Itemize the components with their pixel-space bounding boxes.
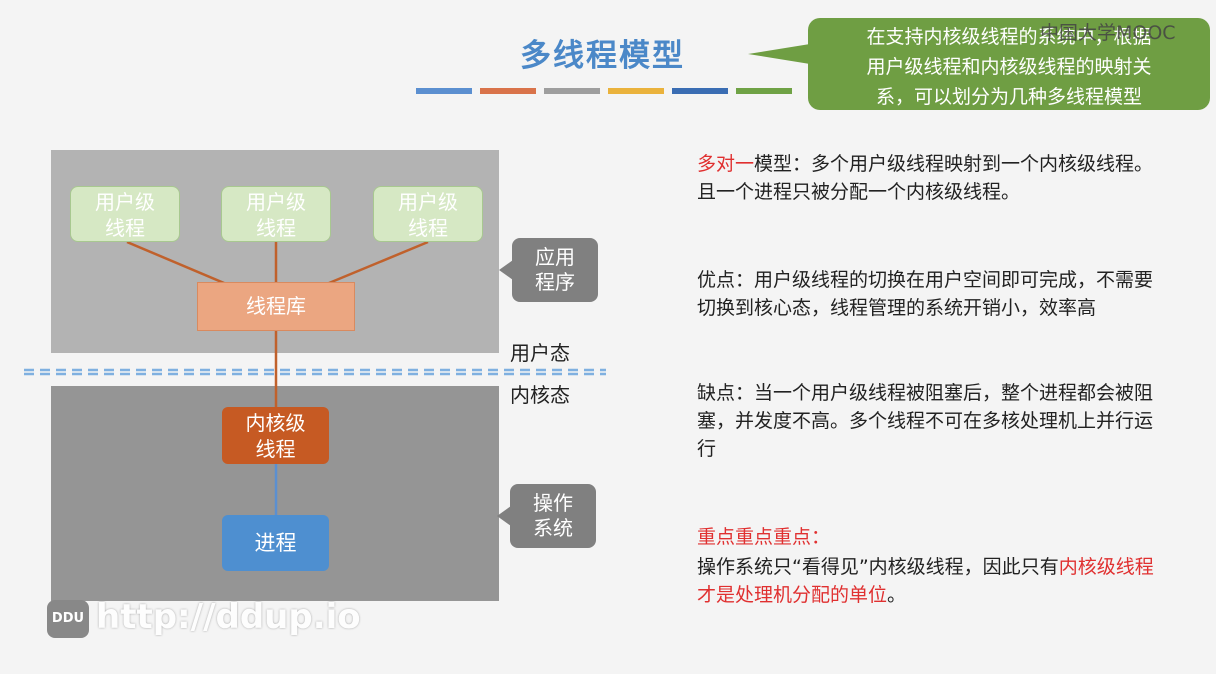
user-thread-label: 线程 xyxy=(105,216,145,240)
process-box: 进程 xyxy=(222,515,329,571)
user-mode-label: 用户态 xyxy=(510,341,570,365)
watermark-url: http://ddup.io xyxy=(96,597,361,637)
title-stripe xyxy=(608,88,664,94)
mooc-logo: 中国大学MOOC xyxy=(1040,22,1176,44)
os-label-line: 操作 xyxy=(533,491,573,515)
title-stripe xyxy=(736,88,792,94)
key-point-heading: 重点重点重点： xyxy=(697,526,831,548)
kernel-thread-label: 线程 xyxy=(255,437,296,461)
model-name: 多对一 xyxy=(697,153,755,175)
user-thread-label: 用户级 xyxy=(246,190,306,214)
mode-divider xyxy=(24,368,606,376)
user-thread-label: 线程 xyxy=(408,216,448,240)
app-label: 应用 程序 xyxy=(512,238,598,302)
os-label: 操作 系统 xyxy=(510,484,596,548)
user-thread-label: 用户级 xyxy=(95,190,155,214)
key-point-part: 。 xyxy=(887,584,907,606)
app-label-pointer xyxy=(499,260,513,280)
callout-bubble: 在支持内核级线程的系统中，根据 用户级线程和内核级线程的映射关 系，可以划分为几… xyxy=(808,18,1210,110)
user-thread-label: 线程 xyxy=(256,216,296,240)
app-label-line: 应用 xyxy=(535,245,575,269)
key-point-text: 操作系统只“看得见”内核级线程，因此只有内核级线程才是处理机分配的单位。 xyxy=(697,553,1167,609)
os-label-line: 系统 xyxy=(533,516,573,540)
callout-line: 用户级线程和内核级线程的映射关 xyxy=(866,56,1152,78)
slide-title: 多线程模型 xyxy=(520,38,685,74)
thread-library-box: 线程库 xyxy=(197,282,355,331)
app-label-line: 程序 xyxy=(535,270,575,294)
model-description: 多对一模型：多个用户级线程映射到一个内核级线程。且一个进程只被分配一个内核级线程… xyxy=(697,150,1167,206)
callout-tail xyxy=(748,44,810,64)
user-thread-box: 用户级 线程 xyxy=(221,186,331,242)
key-point-part: 操作系统只“看得见”内核级线程，因此只有 xyxy=(697,556,1059,578)
disadvantages-text: 缺点：当一个用户级线程被阻塞后，整个进程都会被阻塞，并发度不高。多个线程不可在多… xyxy=(697,382,1154,460)
user-thread-box: 用户级 线程 xyxy=(373,186,483,242)
kernel-thread-label: 内核级 xyxy=(245,411,306,435)
user-thread-label: 用户级 xyxy=(398,190,458,214)
title-stripe xyxy=(480,88,536,94)
advantages-text: 优点：用户级线程的切换在用户空间即可完成，不需要切换到核心态，线程管理的系统开销… xyxy=(697,269,1154,319)
model-text: 模型：多个用户级线程映射到一个内核级线程。且一个进程只被分配一个内核级线程。 xyxy=(697,153,1154,203)
title-stripe xyxy=(416,88,472,94)
callout-line: 在支持内核级线程的系统中，根据 xyxy=(866,26,1152,48)
os-label-pointer xyxy=(497,506,511,526)
user-thread-box: 用户级 线程 xyxy=(70,186,180,242)
title-stripe xyxy=(672,88,728,94)
key-point-highlight: 内核级线程才是处理机分配的单位 xyxy=(697,556,1154,606)
kernel-mode-label: 内核态 xyxy=(510,383,570,407)
title-stripe xyxy=(544,88,600,94)
callout-line: 系，可以划分为几种多线程模型 xyxy=(875,86,1142,108)
ddu-logo: DDU xyxy=(47,600,89,638)
kernel-thread-box: 内核级 线程 xyxy=(222,407,329,464)
